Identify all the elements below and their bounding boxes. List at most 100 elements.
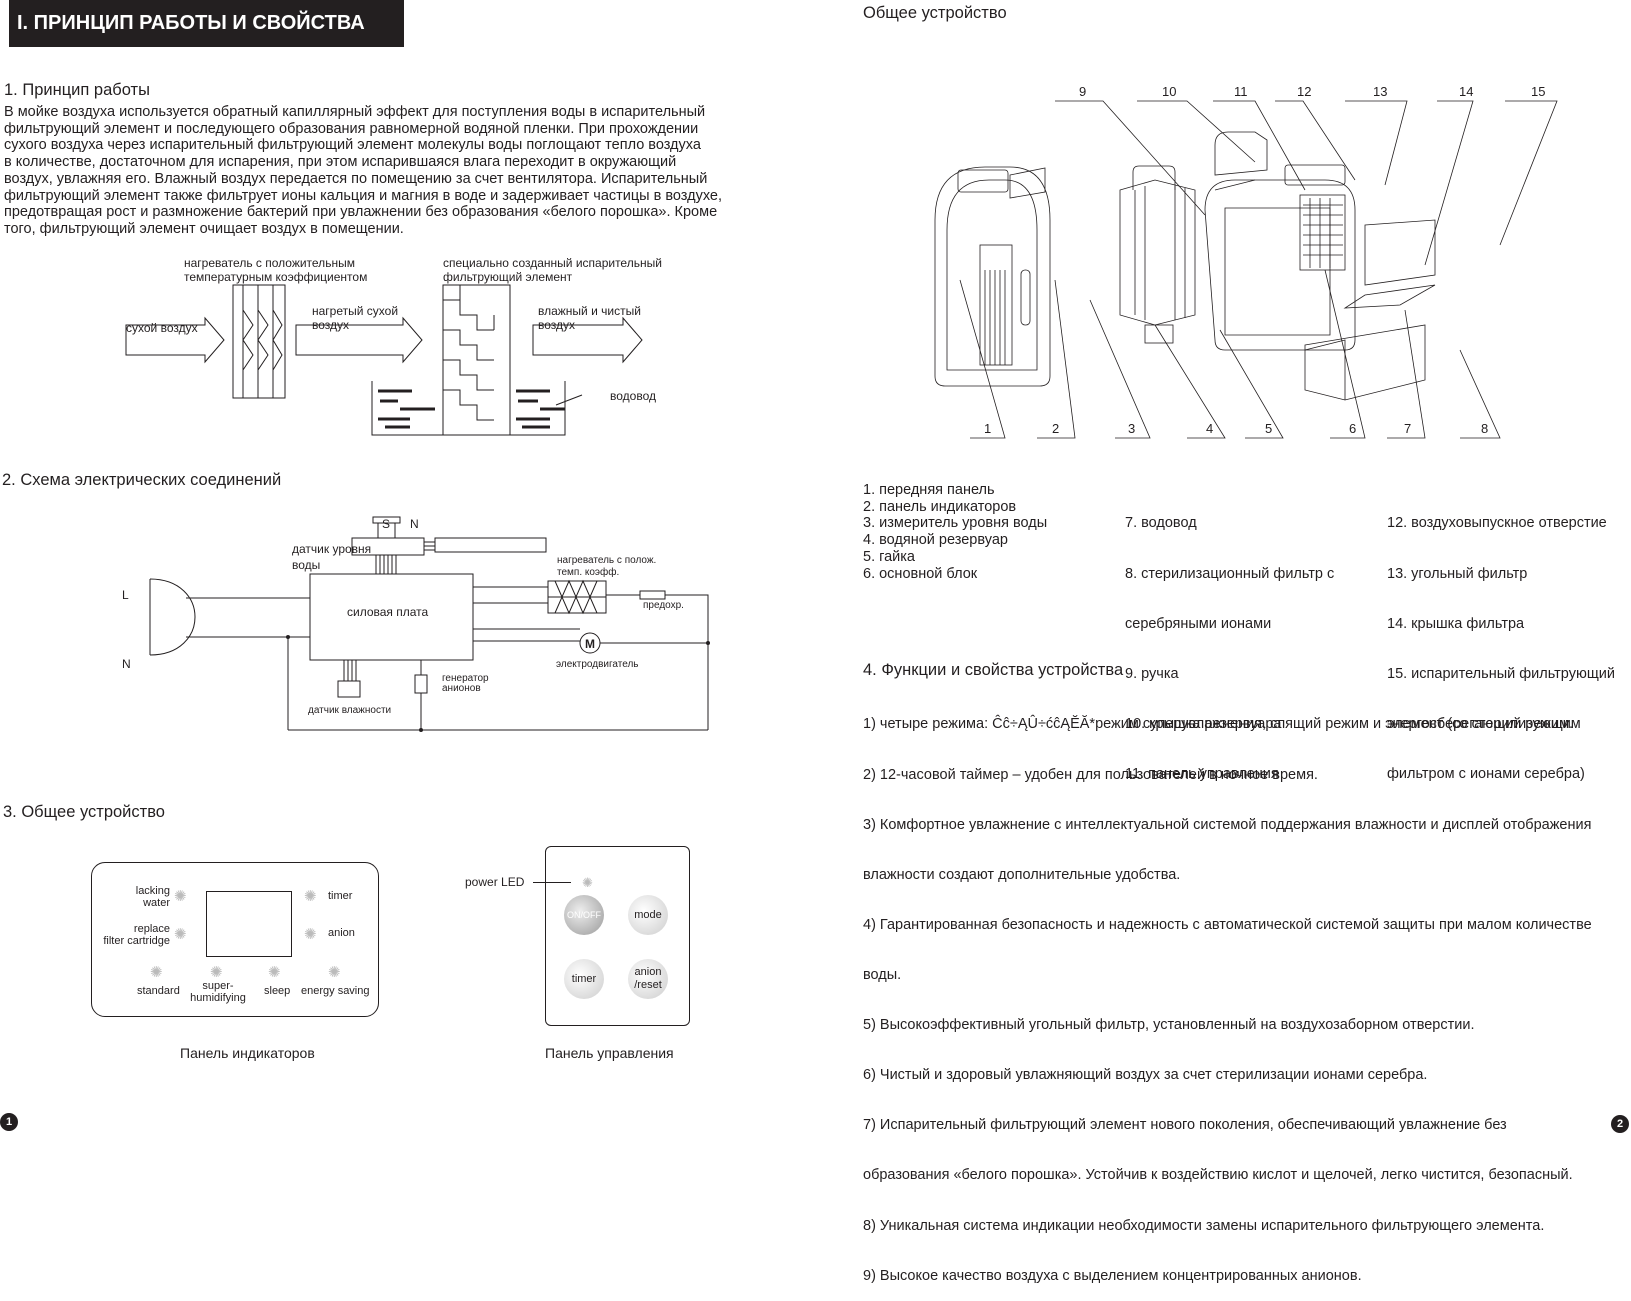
heater-label-2: температурным коэффициентом <box>184 270 367 284</box>
part-item: 2. панель индикаторов <box>863 498 1017 515</box>
water-label: водовод <box>610 389 656 403</box>
anion-generator <box>414 674 428 694</box>
timer-indicator-label: timer <box>328 890 353 902</box>
power-plug <box>149 578 196 656</box>
parts-col-3: 12. воздуховыпускное отверстие 13. уголь… <box>1387 482 1615 799</box>
part-item: 1. передняя панель <box>863 482 995 498</box>
callout-11: 11 <box>1234 84 1248 99</box>
power-led-label: power LED <box>465 875 525 889</box>
motor-symbol: M <box>585 637 595 651</box>
part-item: 10. крышка резервуара <box>1125 715 1282 732</box>
principle-line: воздух, увлажняя его. Влажный воздух пер… <box>4 170 708 187</box>
control-panel-part <box>1284 164 1346 186</box>
feature-line: влажности создают дополнительные удобств… <box>863 866 1181 883</box>
indicator-panel-caption: Панель индикаторов <box>180 1045 315 1061</box>
mode-button[interactable]: mode <box>628 895 668 935</box>
water-tray <box>1304 324 1426 401</box>
principle-line: сухого воздуха через испарительный фильт… <box>4 137 701 154</box>
on-off-button[interactable]: ON/OFF <box>564 895 604 935</box>
wet-air-arrow <box>532 316 643 364</box>
led-icon: ✺ <box>328 964 341 981</box>
principle-text: В мойке воздуха используется обратный ка… <box>4 104 764 238</box>
part-item: 3. измеритель уровня воды <box>863 515 1048 532</box>
callout-13: 13 <box>1373 84 1387 99</box>
main-unit <box>934 166 1051 387</box>
part-item: серебряными ионами <box>1125 615 1272 632</box>
standard-label: standard <box>137 985 180 997</box>
led-icon: ✺ <box>210 964 223 981</box>
timer-button[interactable]: timer <box>564 959 604 999</box>
humidity-display <box>206 891 292 957</box>
main-body <box>1204 179 1356 351</box>
callout-5: 5 <box>1265 421 1272 436</box>
power-led-leader <box>533 882 571 883</box>
dry-air-arrow <box>125 316 225 364</box>
callout-7: 7 <box>1404 421 1411 436</box>
led-icon: ✺ <box>304 926 317 943</box>
dry-air-label: сухой воздух <box>126 321 198 335</box>
page-number-left: 1 <box>0 1113 18 1131</box>
feature-line: 1) четыре режима: Ĉĉ÷ĄÛ÷ćĉĄĔĂ*режим супе… <box>863 716 1574 733</box>
sensor-S-label: S <box>382 517 390 531</box>
part-item: 11. панель управления <box>1125 765 1279 782</box>
led-icon: ✺ <box>150 964 163 981</box>
feature-line: 2) 12-часовой таймер – удобен для пользо… <box>863 766 1318 783</box>
principle-line: фильтрующий элемент также фильтрует ионы… <box>4 187 723 204</box>
energy-saving-label: energy saving <box>301 985 370 997</box>
callout-12: 12 <box>1297 84 1311 99</box>
callout-2: 2 <box>1052 421 1059 436</box>
anion-indicator-label: anion <box>328 927 355 939</box>
principle-diagram: нагреватель с положительным температурны… <box>125 256 662 436</box>
callout-10: 10 <box>1162 84 1176 99</box>
feature-line: воды. <box>863 966 902 983</box>
general-heading-left: 3. Общее устройство <box>3 803 165 821</box>
page-title: I. ПРИНЦИП РАБОТЫ И СВОЙСТВА <box>9 0 404 47</box>
anion-reset-button[interactable]: anion/reset <box>628 959 668 999</box>
principle-line: фильтрующий элемент и последующего образ… <box>4 120 699 137</box>
wiring-heading: 2. Схема электрических соединений <box>2 471 282 489</box>
button-board <box>434 537 547 553</box>
part-item: 4. водяной резервуар <box>863 532 1008 549</box>
part-item: 9. ручка <box>1125 665 1179 682</box>
callout-4: 4 <box>1206 421 1213 436</box>
feature-line: 3) Комфортное увлажнение с интеллектуаль… <box>863 816 1592 833</box>
sensor-N-label: N <box>410 517 419 531</box>
callout-8: 8 <box>1481 421 1488 436</box>
part-item: 13. угольный фильтр <box>1387 565 1528 582</box>
device-exploded-view: 9 10 11 12 13 14 15 1 2 3 4 5 6 7 8 <box>934 84 1558 439</box>
tank-lid <box>1214 131 1268 176</box>
fuse <box>639 590 666 600</box>
principle-line: В мойке воздуха используется обратный ка… <box>4 104 706 120</box>
page-number-right: 2 <box>1611 1115 1629 1133</box>
callout-1: 1 <box>984 421 991 436</box>
principle-line: предотвращая рост и размножение бактерий… <box>4 204 718 221</box>
part-item: элемент (со стерилизующим <box>1387 715 1581 732</box>
led-icon: ✺ <box>174 926 187 943</box>
part-item: 7. водовод <box>1125 515 1197 532</box>
heater-label-1: нагреватель с полож. <box>557 555 656 566</box>
filter-label-1: специально созданный испарительный <box>443 256 662 270</box>
wet-air-label-1: влажный и чистый <box>538 304 641 318</box>
level-sensor-label-2: воды <box>292 558 320 572</box>
anion-generator-label-2: анионов <box>442 683 481 694</box>
heated-air-arrow <box>295 316 423 364</box>
callout-9: 9 <box>1079 84 1086 99</box>
feature-line: 9) Высокое качество воздуха с выделением… <box>863 1267 1362 1284</box>
line-N-label: N <box>122 657 131 671</box>
led-icon: ✺ <box>582 875 593 890</box>
fuse-label: предохр. <box>643 600 684 611</box>
feature-line: 8) Уникальная система индикации необходи… <box>863 1217 1545 1234</box>
part-item: 8. стерилизационный фильтр с <box>1125 565 1335 582</box>
water-tank <box>1119 179 1196 326</box>
part-item: 15. испарительный фильтрующий <box>1387 665 1615 682</box>
principle-line: в количестве, достаточном для испарения,… <box>4 154 677 171</box>
humidity-sensor-label: датчик влажности <box>308 705 391 716</box>
part-item: 5. гайка <box>863 548 915 565</box>
part-item: 14. крышка фильтра <box>1387 615 1525 632</box>
part-item: фильтром с ионами серебра) <box>1387 765 1585 782</box>
heated-air-label-1: нагретый сухой <box>312 304 398 318</box>
callout-6: 6 <box>1349 421 1356 436</box>
feature-line: 5) Высокоэффективный угольный фильтр, ус… <box>863 1017 1475 1034</box>
motor-label: электродвигатель <box>556 659 639 670</box>
